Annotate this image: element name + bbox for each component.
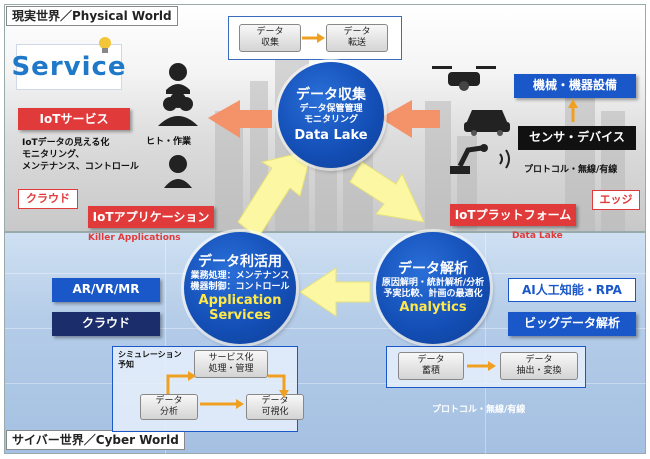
killer-applications-label: Killer Applications	[88, 233, 181, 243]
lightbulb-icon	[99, 37, 111, 53]
data-analysis-sub2: 予実比較、計画の最適化	[383, 289, 483, 299]
arrow-up-icon	[568, 99, 578, 122]
bigdata-analysis-box: ビッグデータ解析	[508, 312, 636, 336]
data-collection-circle: データ収集 データ保管管理 モニタリング Data Lake	[278, 62, 384, 168]
data-collection-sub2: モニタリング	[303, 115, 358, 125]
data-utilization-english2: Services	[209, 307, 271, 323]
data-lake-label: Data Lake	[512, 231, 563, 241]
data-utilization-english1: Application	[198, 292, 282, 308]
data-store-step: データ 蓄積	[398, 352, 464, 380]
yellow-arrow-down	[349, 161, 425, 223]
data-transfer-step: データ 転送	[326, 24, 388, 52]
cyber-world-label: サイバー世界／Cyber World	[6, 430, 185, 450]
iot-service-box: IoTサービス	[18, 108, 130, 130]
people-work-label: ヒト・作業	[146, 137, 192, 147]
data-visualize-step: データ 可視化	[246, 394, 304, 420]
data-collection-english: Data Lake	[294, 128, 368, 143]
cloud-bottom-box: クラウド	[52, 312, 160, 336]
people-icon	[158, 63, 198, 188]
salmon-arrow-right-side	[380, 100, 440, 138]
data-analysis-title: データ解析	[398, 261, 468, 277]
data-analysis-sub1: 原因解明・統計解析/分析	[381, 278, 485, 288]
edge-label: エッジ	[592, 190, 640, 210]
protocol-top-label: プロトコル・無線/有線	[524, 165, 618, 175]
cloud-top-label: クラウド	[18, 189, 78, 209]
data-utilization-title: データ利活用	[198, 253, 282, 270]
service-logo: Service	[11, 44, 126, 90]
cyber-world-background	[4, 232, 647, 455]
arrow-right-icon	[467, 361, 496, 371]
ai-rpa-box: AI人工知能・RPA	[508, 278, 636, 302]
iot-application-box: IoTアプリケーション	[88, 206, 214, 228]
data-extract-step: データ 抽出・変換	[500, 352, 578, 380]
drone-icon	[432, 66, 496, 91]
protocol-bottom-label: プロトコル・無線/有線	[432, 405, 526, 415]
ar-vr-mr-box: AR/VR/MR	[52, 278, 160, 302]
data-utilization-sub2: 機器制御：コントロール	[190, 281, 290, 292]
service-logo-text: Service	[11, 52, 127, 82]
simulation-arrows	[166, 371, 289, 409]
physical-world-label: 現実世界／Physical World	[6, 6, 178, 26]
data-analysis-circle: データ解析 原因解明・統計解析/分析 予実比較、計画の最適化 Analytics	[376, 232, 490, 344]
data-analysis-english: Analytics	[399, 300, 467, 315]
arrow-right-icon	[302, 33, 325, 43]
data-utilization-sub1: 業務処理：メンテナンス	[190, 270, 290, 281]
data-collection-sub1: データ保管管理	[299, 104, 363, 114]
simulation-label: シミュレーション 予知	[118, 350, 182, 369]
yellow-arrow-up	[237, 149, 313, 239]
yellow-arrow-left	[299, 267, 371, 317]
data-collection-title: データ収集	[296, 87, 366, 103]
iot-service-description: IoTデータの見える化 モニタリング、 メンテナンス、コントロール	[22, 138, 139, 172]
robot-arm-icon	[450, 144, 510, 174]
data-utilization-circle: データ利活用 業務処理：メンテナンス 機器制御：コントロール Applicati…	[184, 232, 296, 344]
equipment-box: 機械・機器設備	[514, 74, 636, 98]
iot-platform-box: IoTプラットフォーム	[450, 204, 576, 226]
salmon-arrow-left	[208, 100, 272, 138]
data-collect-step: データ 収集	[239, 24, 301, 52]
servicize-step: サービス化 処理・管理	[194, 350, 268, 378]
data-analyze-step: データ 分析	[140, 394, 198, 420]
car-icon	[464, 110, 510, 136]
sensor-device-box: センサ・デバイス	[518, 126, 636, 150]
